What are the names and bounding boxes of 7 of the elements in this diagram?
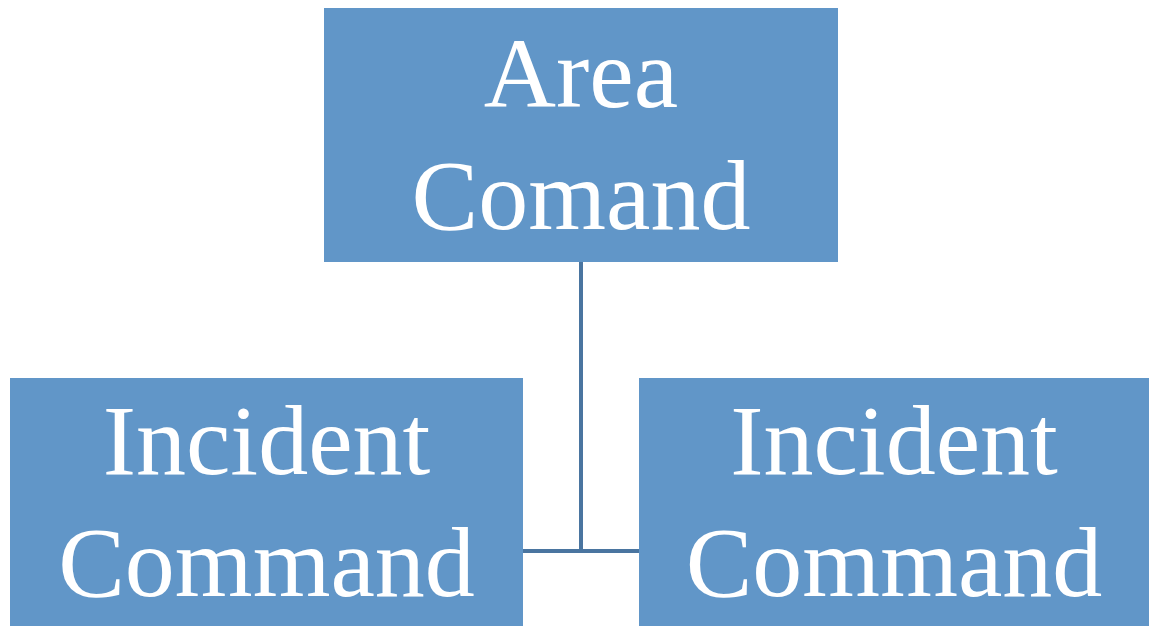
box: [324, 8, 838, 262]
connector-line: [579, 262, 639, 553]
box-label: Area Comand: [410, 17, 752, 253]
box: [639, 378, 1149, 626]
box-label: Incident Command: [57, 384, 476, 620]
box-label: Incident Command: [684, 384, 1104, 620]
box: [10, 378, 523, 626]
